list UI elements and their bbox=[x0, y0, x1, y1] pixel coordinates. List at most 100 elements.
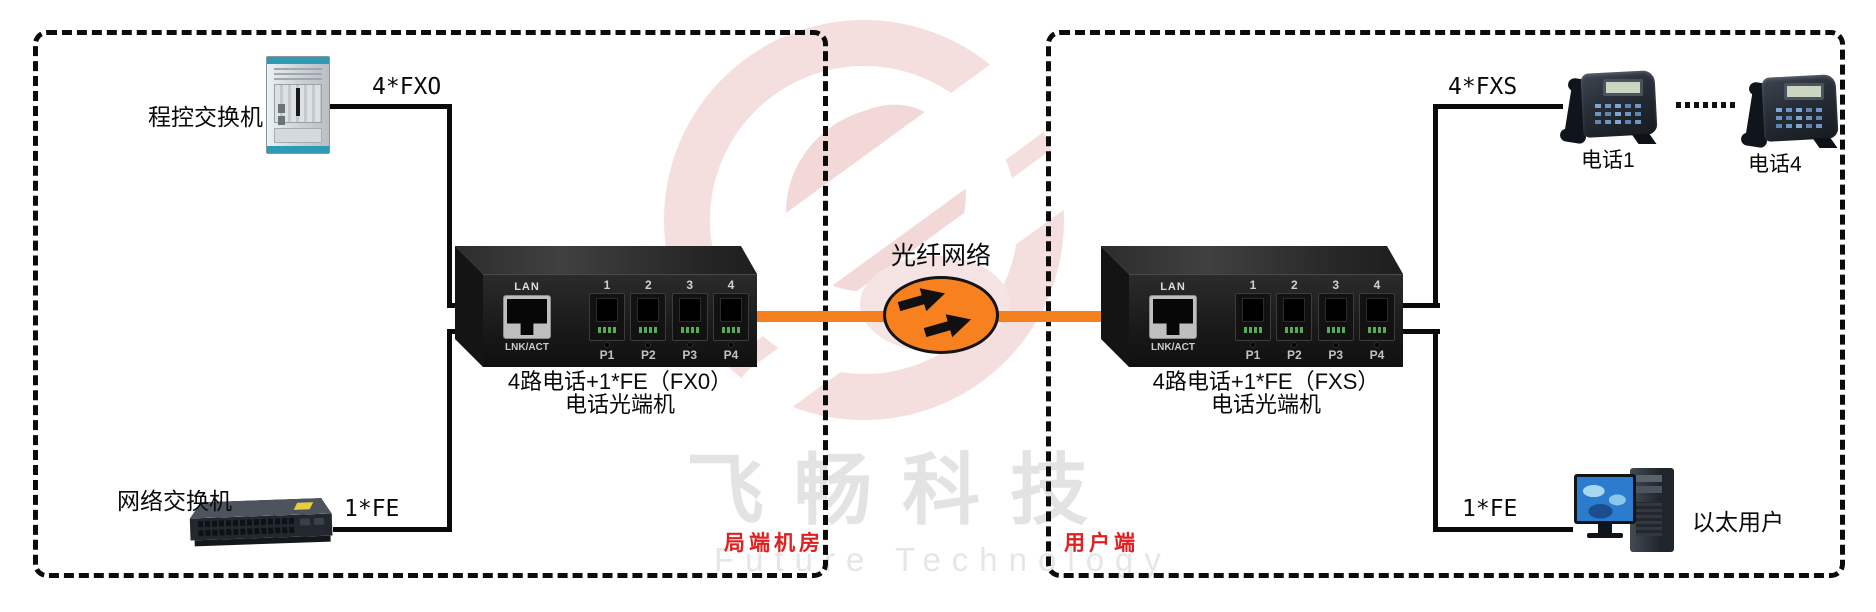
port-number: 3 bbox=[686, 278, 693, 292]
port-number: 1 bbox=[1249, 278, 1257, 292]
phone-keypad bbox=[1776, 108, 1782, 112]
wire-pbx-vertical bbox=[447, 104, 452, 308]
device-top-face bbox=[1101, 246, 1403, 274]
ip-phone-1 bbox=[1563, 68, 1659, 148]
port-name: P1 bbox=[599, 348, 615, 362]
port-name: P3 bbox=[1328, 348, 1343, 362]
device-front-panel: LAN LNK/ACT 1 P1 2 P2 3 bbox=[1129, 274, 1403, 367]
user-side-zone-box bbox=[1046, 30, 1845, 578]
switch-uplink-ports bbox=[299, 518, 311, 526]
port-led-dot bbox=[1251, 343, 1255, 347]
port-number: 4 bbox=[1373, 278, 1381, 292]
rj45-lan-port bbox=[503, 295, 551, 339]
rj11-phone-port bbox=[1358, 293, 1395, 341]
phone-port-cell: 4 P4 bbox=[1358, 275, 1395, 362]
port-number: 2 bbox=[1290, 278, 1298, 292]
phone-stand bbox=[1812, 138, 1838, 148]
pbx-module-blocks bbox=[278, 104, 285, 113]
pc-monitor-stand bbox=[1598, 524, 1612, 533]
port-led-dot bbox=[728, 343, 733, 347]
rj45-jack-opening bbox=[1153, 299, 1193, 335]
wire-fe-horizontal-left bbox=[333, 527, 452, 532]
fxs-terminal-device: LAN LNK/ACT 1 P1 2 P2 3 bbox=[1101, 246, 1403, 416]
rj11-phone-port bbox=[712, 293, 749, 341]
fiber-link-right bbox=[996, 311, 1133, 322]
pc-monitor bbox=[1574, 474, 1636, 524]
wire-fxs-vertical bbox=[1433, 104, 1438, 308]
rj45-lan-port bbox=[1149, 295, 1197, 339]
wire-fe-horizontal-right bbox=[1433, 527, 1573, 532]
phone-stand bbox=[1631, 134, 1657, 144]
fxo-terminal-device: LAN LNK/ACT 1 P1 2 P2 3 bbox=[455, 246, 757, 416]
rj11-contacts bbox=[590, 327, 624, 333]
ethernet-user-label: 以太用户 bbox=[1692, 509, 1784, 535]
rj11-contacts bbox=[1360, 327, 1394, 333]
phone-port-cell: 4 P4 bbox=[712, 275, 749, 362]
ip-phone-4 bbox=[1744, 72, 1840, 152]
device-caption-line2: 电话光端机 bbox=[564, 392, 675, 417]
lan-port-block: LAN LNK/ACT bbox=[1141, 275, 1205, 353]
phone-label-1: 电话1 bbox=[1581, 149, 1635, 172]
rj11-phone-port bbox=[1235, 293, 1271, 341]
wire-fxs-horizontal bbox=[1433, 104, 1563, 109]
ethernet-user-pc bbox=[1574, 468, 1676, 556]
lan-port-label: LAN bbox=[1160, 281, 1186, 293]
phone-port-cell: 2 P2 bbox=[1276, 275, 1313, 362]
port-led-dot bbox=[1374, 343, 1379, 347]
rj11-contacts bbox=[1236, 327, 1270, 333]
port-name: P2 bbox=[1286, 348, 1302, 362]
port-led-dot bbox=[687, 343, 692, 347]
port-name: P2 bbox=[640, 348, 656, 362]
rj11-contacts bbox=[631, 327, 665, 333]
phone-port-row: 1 P1 2 P2 3 P3 4 bbox=[1235, 275, 1395, 362]
device-front-panel: LAN LNK/ACT 1 P1 2 P2 3 bbox=[483, 274, 757, 367]
lan-status-label: LNK/ACT bbox=[1151, 342, 1195, 353]
port-name: P3 bbox=[682, 348, 697, 362]
rj11-phone-port bbox=[589, 293, 625, 341]
device-top-face bbox=[455, 246, 757, 274]
lan-status-label: LNK/ACT bbox=[505, 342, 549, 353]
rj45-jack-opening bbox=[507, 299, 547, 335]
phone-port-cell: 1 P1 bbox=[1235, 275, 1271, 362]
phones-ellipsis-dots bbox=[1676, 102, 1738, 108]
phone-keypad bbox=[1595, 104, 1601, 108]
link-label-1fe-left: 1*FE bbox=[344, 496, 400, 522]
fiber-link-left bbox=[755, 311, 887, 322]
rj11-contacts bbox=[673, 327, 707, 333]
device-caption-line2: 电话光端机 bbox=[1210, 392, 1321, 417]
phone-lcd-screen bbox=[1784, 83, 1824, 100]
port-number: 1 bbox=[603, 278, 611, 292]
brand-watermark-cn: 飞畅科技 bbox=[686, 446, 1119, 534]
port-name: P4 bbox=[723, 348, 739, 362]
port-led-dot bbox=[605, 343, 609, 347]
pbx-vent-slots bbox=[274, 68, 322, 80]
phone-port-cell: 2 P2 bbox=[630, 275, 667, 362]
zone-label-user-side: 用户端 bbox=[1064, 532, 1139, 555]
rj11-phone-port bbox=[671, 293, 708, 341]
lan-port-label: LAN bbox=[514, 281, 540, 293]
phone-port-row: 1 P1 2 P2 3 P3 4 bbox=[589, 275, 749, 362]
port-led-dot bbox=[646, 343, 651, 347]
wire-fxs-device-stub bbox=[1398, 303, 1440, 308]
phone-label-4: 电话4 bbox=[1748, 153, 1802, 176]
phone-lcd-screen bbox=[1603, 79, 1643, 96]
rj11-contacts bbox=[1319, 327, 1353, 333]
lan-port-block: LAN LNK/ACT bbox=[495, 275, 559, 353]
port-number: 3 bbox=[1332, 278, 1339, 292]
pc-tower bbox=[1630, 468, 1674, 552]
device-caption: 4路电话+1*FE（FX0） 电话光端机 bbox=[455, 370, 785, 416]
pbx-cabinet bbox=[266, 56, 330, 154]
pc-monitor-screen bbox=[1577, 477, 1633, 521]
link-label-4fxo: 4*FXO bbox=[372, 74, 442, 100]
fiber-arrow-icon bbox=[921, 307, 974, 345]
brand-watermark-en: Future Technology bbox=[714, 541, 1172, 578]
port-led-dot bbox=[1292, 343, 1297, 347]
wire-fe-vertical-right bbox=[1433, 329, 1438, 532]
link-label-1fe-right: 1*FE bbox=[1462, 496, 1518, 522]
device-caption-line1: 4路电话+1*FE（FX0） bbox=[507, 369, 733, 394]
pc-monitor-base bbox=[1587, 533, 1623, 538]
port-led-dot bbox=[1333, 343, 1338, 347]
fiber-arrow-icon bbox=[895, 281, 948, 319]
phone-port-cell: 1 P1 bbox=[589, 275, 625, 362]
